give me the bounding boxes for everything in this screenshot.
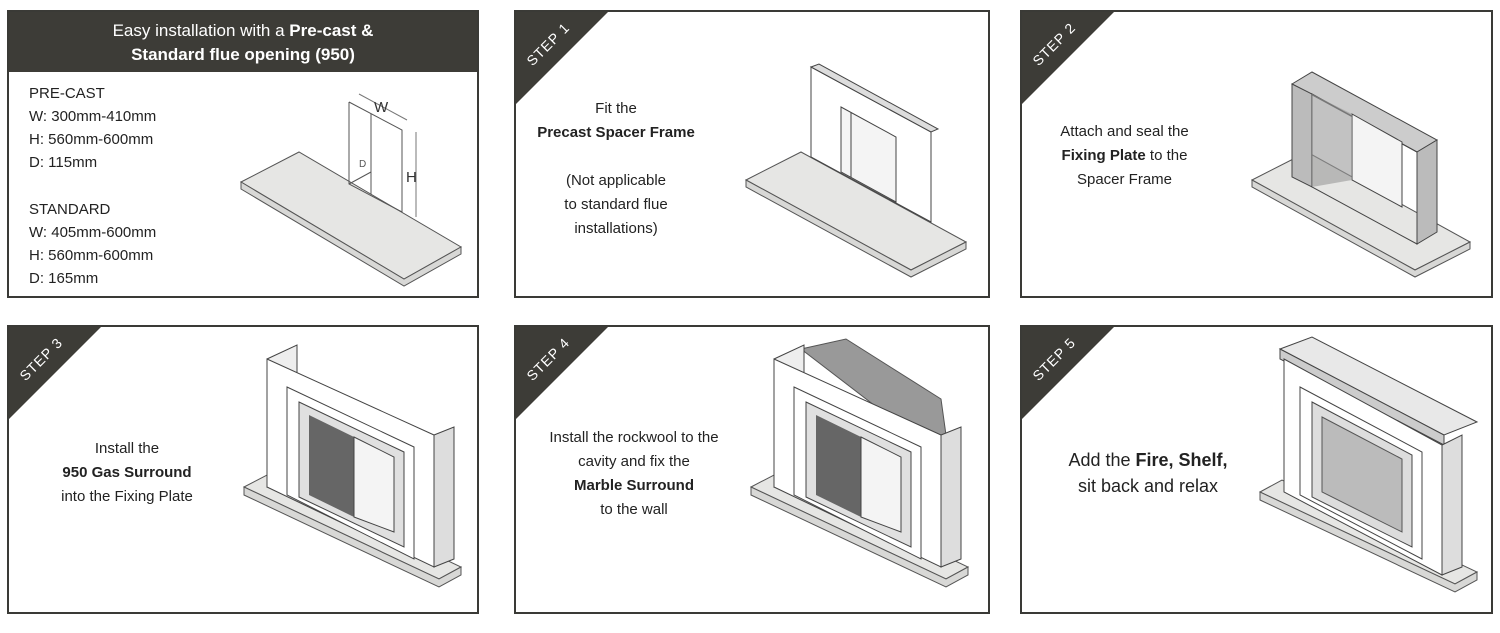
standard-height: H: 560mm-600mm: [29, 247, 154, 264]
title-bold-line2: Standard flue opening (950): [131, 45, 355, 64]
step-4-caption: Install the rockwool to the cavity and f…: [516, 426, 752, 522]
caption-line: to the wall: [600, 501, 668, 518]
depth-label: D: [359, 159, 366, 170]
precast-depth: D: 115mm: [29, 154, 98, 171]
gas-surround-illustration: [242, 344, 463, 588]
step-4-panel: STEP 4 Install the rockwool to the cavit…: [514, 325, 990, 614]
step-5-caption: Add the Fire, Shelf, sit back and relax: [1022, 447, 1274, 499]
step-1-caption: Fit the Precast Spacer Frame (Not applic…: [516, 97, 716, 241]
caption-bold: 950 Gas Surround: [62, 464, 192, 481]
intro-panel: Easy installation with a Pre-cast & Stan…: [7, 10, 479, 298]
finished-fireplace-illustration: [1258, 336, 1479, 593]
step-tab: [516, 12, 608, 104]
standard-depth: D: 165mm: [29, 270, 99, 287]
step-1-panel: STEP 1 Fit the Precast Spacer Frame (Not…: [514, 10, 990, 298]
caption-line: Spacer Frame: [1076, 171, 1173, 188]
step-5-panel: STEP 5 Add the Fire, Shelf, sit back and…: [1020, 325, 1493, 614]
caption-line: sit back and relax: [1077, 476, 1219, 496]
step-tab: [516, 327, 608, 419]
caption-note: to standard flue: [564, 196, 668, 213]
step-2-caption: Attach and seal the Fixing Plate to the …: [1022, 120, 1227, 192]
caption-line: into the Fixing Plate: [61, 488, 193, 505]
caption-note: (Not applicable: [565, 172, 667, 189]
precast-label: PRE-CAST: [29, 85, 105, 102]
spacer-frame-illustration: [744, 63, 968, 278]
caption-line: Install the: [94, 440, 160, 457]
flue-opening-diagram: W H D: [239, 93, 463, 287]
caption-line: Add the: [1068, 450, 1136, 470]
standard-width: W: 405mm-600mm: [29, 224, 157, 241]
precast-height: H: 560mm-600mm: [29, 131, 154, 148]
title-regular: Easy installation with a: [112, 21, 285, 40]
step-tab: [9, 327, 101, 419]
intro-header: Easy installation with a Pre-cast & Stan…: [9, 12, 477, 72]
height-label: H: [406, 169, 417, 186]
dimension-specs: PRE-CAST W: 300mm-410mm H: 560mm-600mm D…: [29, 82, 156, 290]
caption-line: Attach and seal the: [1060, 123, 1189, 140]
caption-line: to the: [1145, 147, 1188, 164]
marble-surround-illustration: [749, 338, 970, 588]
caption-line: Fit the: [595, 100, 637, 117]
fixing-plate-illustration: [1250, 71, 1472, 278]
caption-bold: Fixing Plate: [1061, 147, 1146, 164]
title-bold: Pre-cast &: [289, 21, 374, 40]
step-2-panel: STEP 2 Attach and seal the Fixing Plate …: [1020, 10, 1493, 298]
step-tab: [1022, 327, 1114, 419]
step-3-caption: Install the 950 Gas Surround into the Fi…: [9, 437, 245, 509]
standard-label: STANDARD: [29, 201, 111, 218]
caption-line: Install the rockwool to the: [549, 429, 719, 446]
caption-bold: Marble Surround: [573, 477, 694, 494]
caption-bold: Precast Spacer Frame: [537, 124, 695, 141]
caption-note: installations): [574, 220, 658, 237]
caption-line: cavity and fix the: [578, 453, 690, 470]
step-3-panel: STEP 3 Install the 950 Gas Surround into…: [7, 325, 479, 614]
precast-width: W: 300mm-410mm: [29, 108, 157, 125]
caption-bold: Fire, Shelf,: [1135, 450, 1228, 470]
step-tab: [1022, 12, 1114, 104]
width-label: W: [374, 99, 389, 116]
